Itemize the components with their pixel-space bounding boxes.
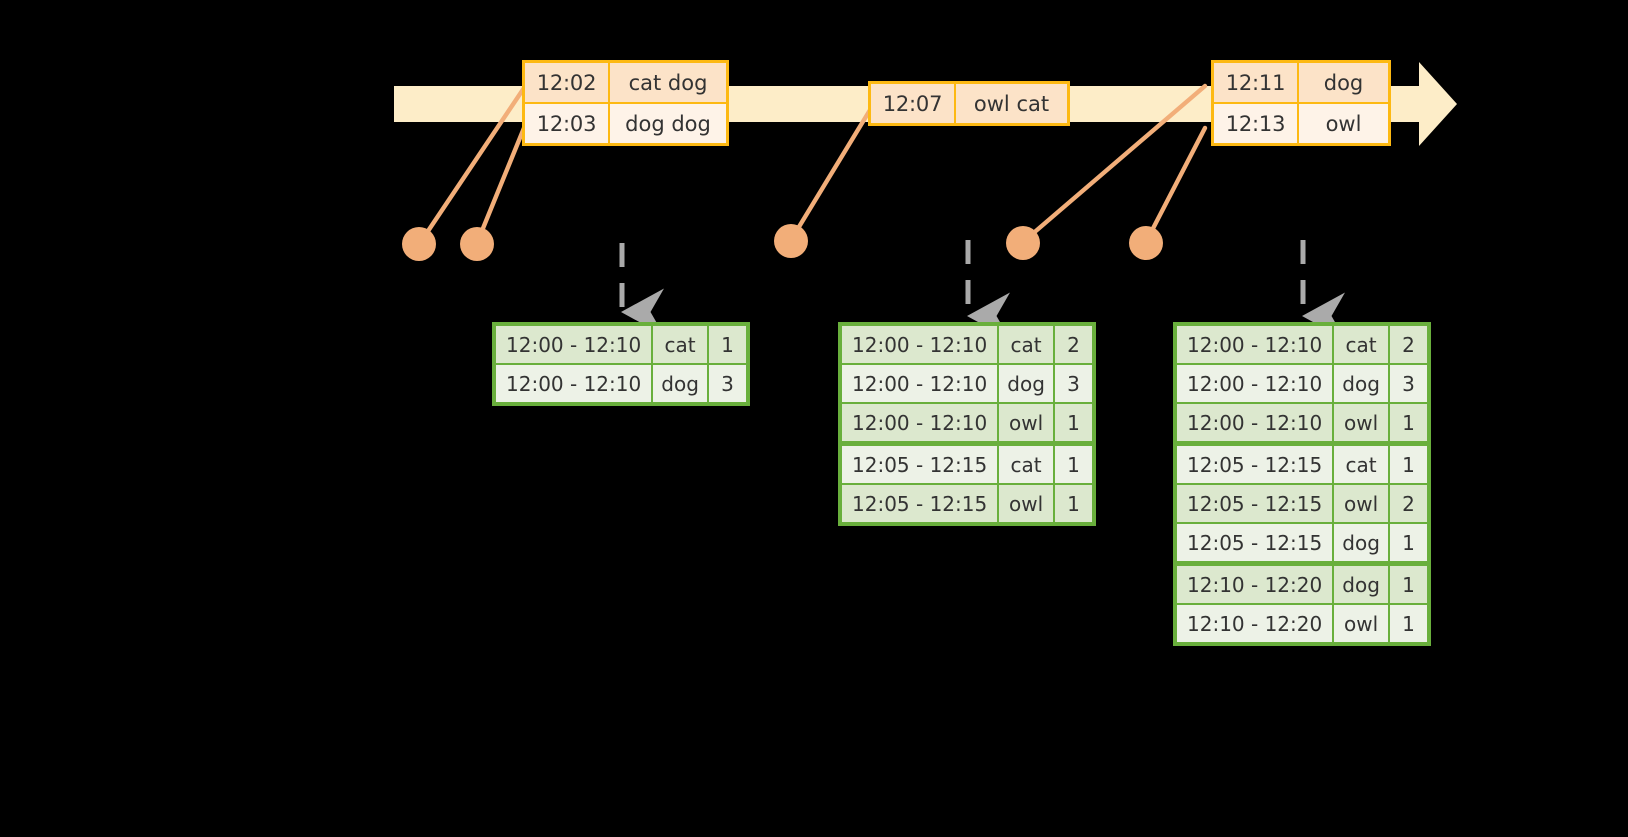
cell-count: 1	[1389, 605, 1427, 642]
cell-word: cat	[1334, 446, 1388, 483]
event-words: dog dog	[625, 111, 711, 136]
cell-count: 3	[1389, 365, 1427, 402]
cell-window: 12:05 - 12:15	[1177, 524, 1333, 561]
cell-word: dog	[653, 365, 707, 402]
cell-word: dog	[999, 365, 1053, 402]
cell-word: owl	[1334, 605, 1388, 642]
connector-line-1207	[788, 107, 873, 243]
cell-count: 2	[1389, 485, 1427, 522]
cell-window: 12:05 - 12:15	[1177, 485, 1333, 522]
cell-count: 2	[1054, 326, 1092, 363]
connector-line-1211	[1020, 83, 1208, 245]
cell-count: 1	[1054, 446, 1092, 483]
cell-count: 1	[1054, 404, 1092, 441]
event-time: 12:02	[525, 63, 610, 102]
cell-word: dog	[1334, 566, 1388, 603]
emission-dot-2	[460, 227, 494, 261]
cell-count: 1	[1389, 566, 1427, 603]
connector-line-1213	[1143, 125, 1208, 245]
cell-count: 3	[1054, 365, 1092, 402]
cell-word: owl	[999, 404, 1053, 441]
cell-window: 12:00 - 12:10	[1177, 365, 1333, 402]
event-time: 12:03	[525, 104, 610, 143]
cell-word: cat	[653, 326, 707, 363]
cell-count: 1	[1389, 524, 1427, 561]
event-time: 12:07	[871, 84, 956, 123]
cell-window: 12:00 - 12:10	[1177, 404, 1333, 441]
event-group-1[interactable]: 12:02 cat dog 12:03 dog dog	[522, 60, 729, 146]
cell-word: owl	[999, 485, 1053, 522]
event-group-3[interactable]: 12:11 dog 12:13 owl	[1211, 60, 1391, 146]
event-words: owl	[1325, 111, 1362, 136]
cell-window: 12:00 - 12:10	[1177, 326, 1333, 363]
emission-dot-3	[774, 224, 808, 258]
cell-count: 1	[1054, 485, 1092, 522]
event-row[interactable]: 12:11 dog	[1214, 63, 1388, 102]
cell-window: 12:05 - 12:15	[1177, 446, 1333, 483]
cell-window: 12:10 - 12:20	[1177, 605, 1333, 642]
event-time: 12:13	[1214, 104, 1299, 143]
cell-window: 12:00 - 12:10	[842, 365, 998, 402]
cell-count: 1	[708, 326, 746, 363]
emission-dot-4	[1006, 226, 1040, 260]
cell-word: cat	[999, 446, 1053, 483]
event-time: 12:11	[1214, 63, 1299, 102]
cell-window: 12:05 - 12:15	[842, 446, 998, 483]
emission-dot-group	[402, 224, 1163, 261]
cell-word: owl	[1334, 404, 1388, 441]
cell-word: cat	[999, 326, 1053, 363]
cell-count: 1	[1389, 404, 1427, 441]
emission-dot-5	[1129, 226, 1163, 260]
cell-count: 2	[1389, 326, 1427, 363]
event-words: dog	[1323, 70, 1364, 95]
cell-window: 12:00 - 12:10	[496, 326, 652, 363]
event-words: cat dog	[628, 70, 708, 95]
cell-word: owl	[1334, 485, 1388, 522]
cell-window: 12:05 - 12:15	[842, 485, 998, 522]
cell-window: 12:00 - 12:10	[496, 365, 652, 402]
cell-word: dog	[1334, 365, 1388, 402]
cell-word: dog	[1334, 524, 1388, 561]
event-row[interactable]: 12:03 dog dog	[525, 102, 726, 143]
cell-window: 12:10 - 12:20	[1177, 566, 1333, 603]
connector-line-1203	[474, 125, 527, 246]
cell-window: 12:00 - 12:10	[842, 326, 998, 363]
event-group-2[interactable]: 12:07 owl cat	[868, 81, 1070, 126]
emission-dot-1	[402, 227, 436, 261]
event-row[interactable]: 12:02 cat dog	[525, 63, 726, 102]
event-words: owl cat	[973, 91, 1050, 116]
cell-word: cat	[1334, 326, 1388, 363]
connector-line-1202	[417, 85, 527, 246]
cell-count: 1	[1389, 446, 1427, 483]
cell-window: 12:00 - 12:10	[842, 404, 998, 441]
cell-count: 3	[708, 365, 746, 402]
event-row[interactable]: 12:13 owl	[1214, 102, 1388, 143]
event-row[interactable]: 12:07 owl cat	[871, 84, 1067, 123]
